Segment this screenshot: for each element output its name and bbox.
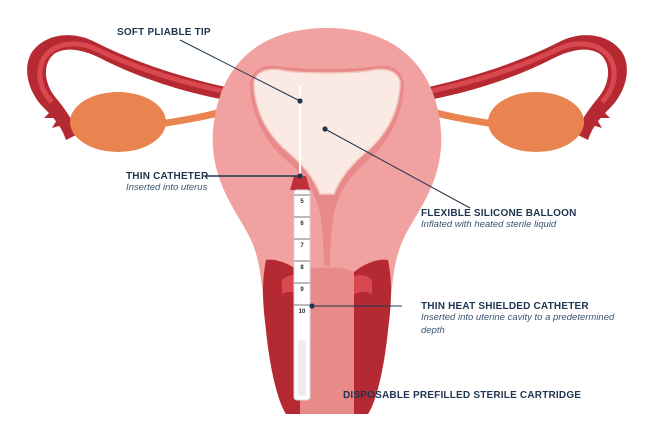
label-disposable-cartridge: DISPOSABLE PREFILLED STERILE CARTRIDGE bbox=[343, 390, 581, 401]
leader-balloon bbox=[324, 128, 471, 209]
label-heat-shielded-catheter: THIN HEAT SHIELDED CATHETER Inserted int… bbox=[421, 301, 631, 338]
scale-mark-label: 6 bbox=[300, 221, 304, 227]
label-balloon-desc: Inflated with heated sterile liquid bbox=[421, 219, 557, 230]
label-thin-catheter-desc: Inserted into uterus bbox=[126, 182, 208, 193]
dot-balloon bbox=[322, 126, 328, 132]
left-fallopian-tube bbox=[27, 35, 254, 140]
scale-mark-label: 5 bbox=[300, 199, 304, 205]
left-tube-highlight bbox=[37, 41, 251, 104]
left-ovary bbox=[70, 92, 166, 152]
label-heat-shielded-title: THIN HEAT SHIELDED CATHETER bbox=[421, 301, 589, 312]
dot-soft-tip bbox=[297, 98, 303, 104]
catheter-sleeve bbox=[298, 340, 306, 396]
catheter-scale: 5 6 7 8 9 10 bbox=[294, 194, 310, 315]
right-fallopian-tube bbox=[400, 35, 627, 140]
right-fimbriae bbox=[578, 104, 614, 136]
scale-mark-label: 8 bbox=[300, 265, 304, 271]
scale-mark-label: 9 bbox=[300, 287, 304, 293]
label-soft-pliable-tip: SOFT PLIABLE TIP bbox=[117, 27, 211, 38]
label-thin-catheter-title: THIN CATHETER bbox=[126, 171, 209, 182]
left-fimbriae bbox=[40, 104, 76, 136]
label-thin-catheter: THIN CATHETER Inserted into uterus bbox=[126, 171, 208, 195]
label-heat-shielded-desc: Inserted into uterine cavity to a predet… bbox=[421, 312, 615, 336]
leader-soft-tip bbox=[179, 39, 301, 102]
right-tube-highlight bbox=[403, 41, 617, 104]
leader-lines bbox=[179, 39, 471, 309]
label-balloon-title: FLEXIBLE SILICONE BALLOON bbox=[421, 208, 577, 219]
right-ovary bbox=[488, 92, 584, 152]
label-flexible-silicone-balloon: FLEXIBLE SILICONE BALLOON Inflated with … bbox=[421, 208, 577, 232]
dot-thin-catheter bbox=[297, 173, 303, 179]
dot-heat-shielded bbox=[309, 303, 315, 309]
label-soft-pliable-tip-title: SOFT PLIABLE TIP bbox=[117, 27, 211, 38]
cervix-left-wall bbox=[263, 259, 300, 414]
label-cartridge-title: DISPOSABLE PREFILLED STERILE CARTRIDGE bbox=[343, 390, 582, 401]
scale-mark-label: 10 bbox=[299, 309, 306, 315]
cervix-right-wall bbox=[354, 259, 391, 414]
scale-mark-label: 7 bbox=[300, 243, 304, 249]
catheter-neck bbox=[290, 176, 310, 190]
silicone-balloon bbox=[253, 68, 401, 195]
